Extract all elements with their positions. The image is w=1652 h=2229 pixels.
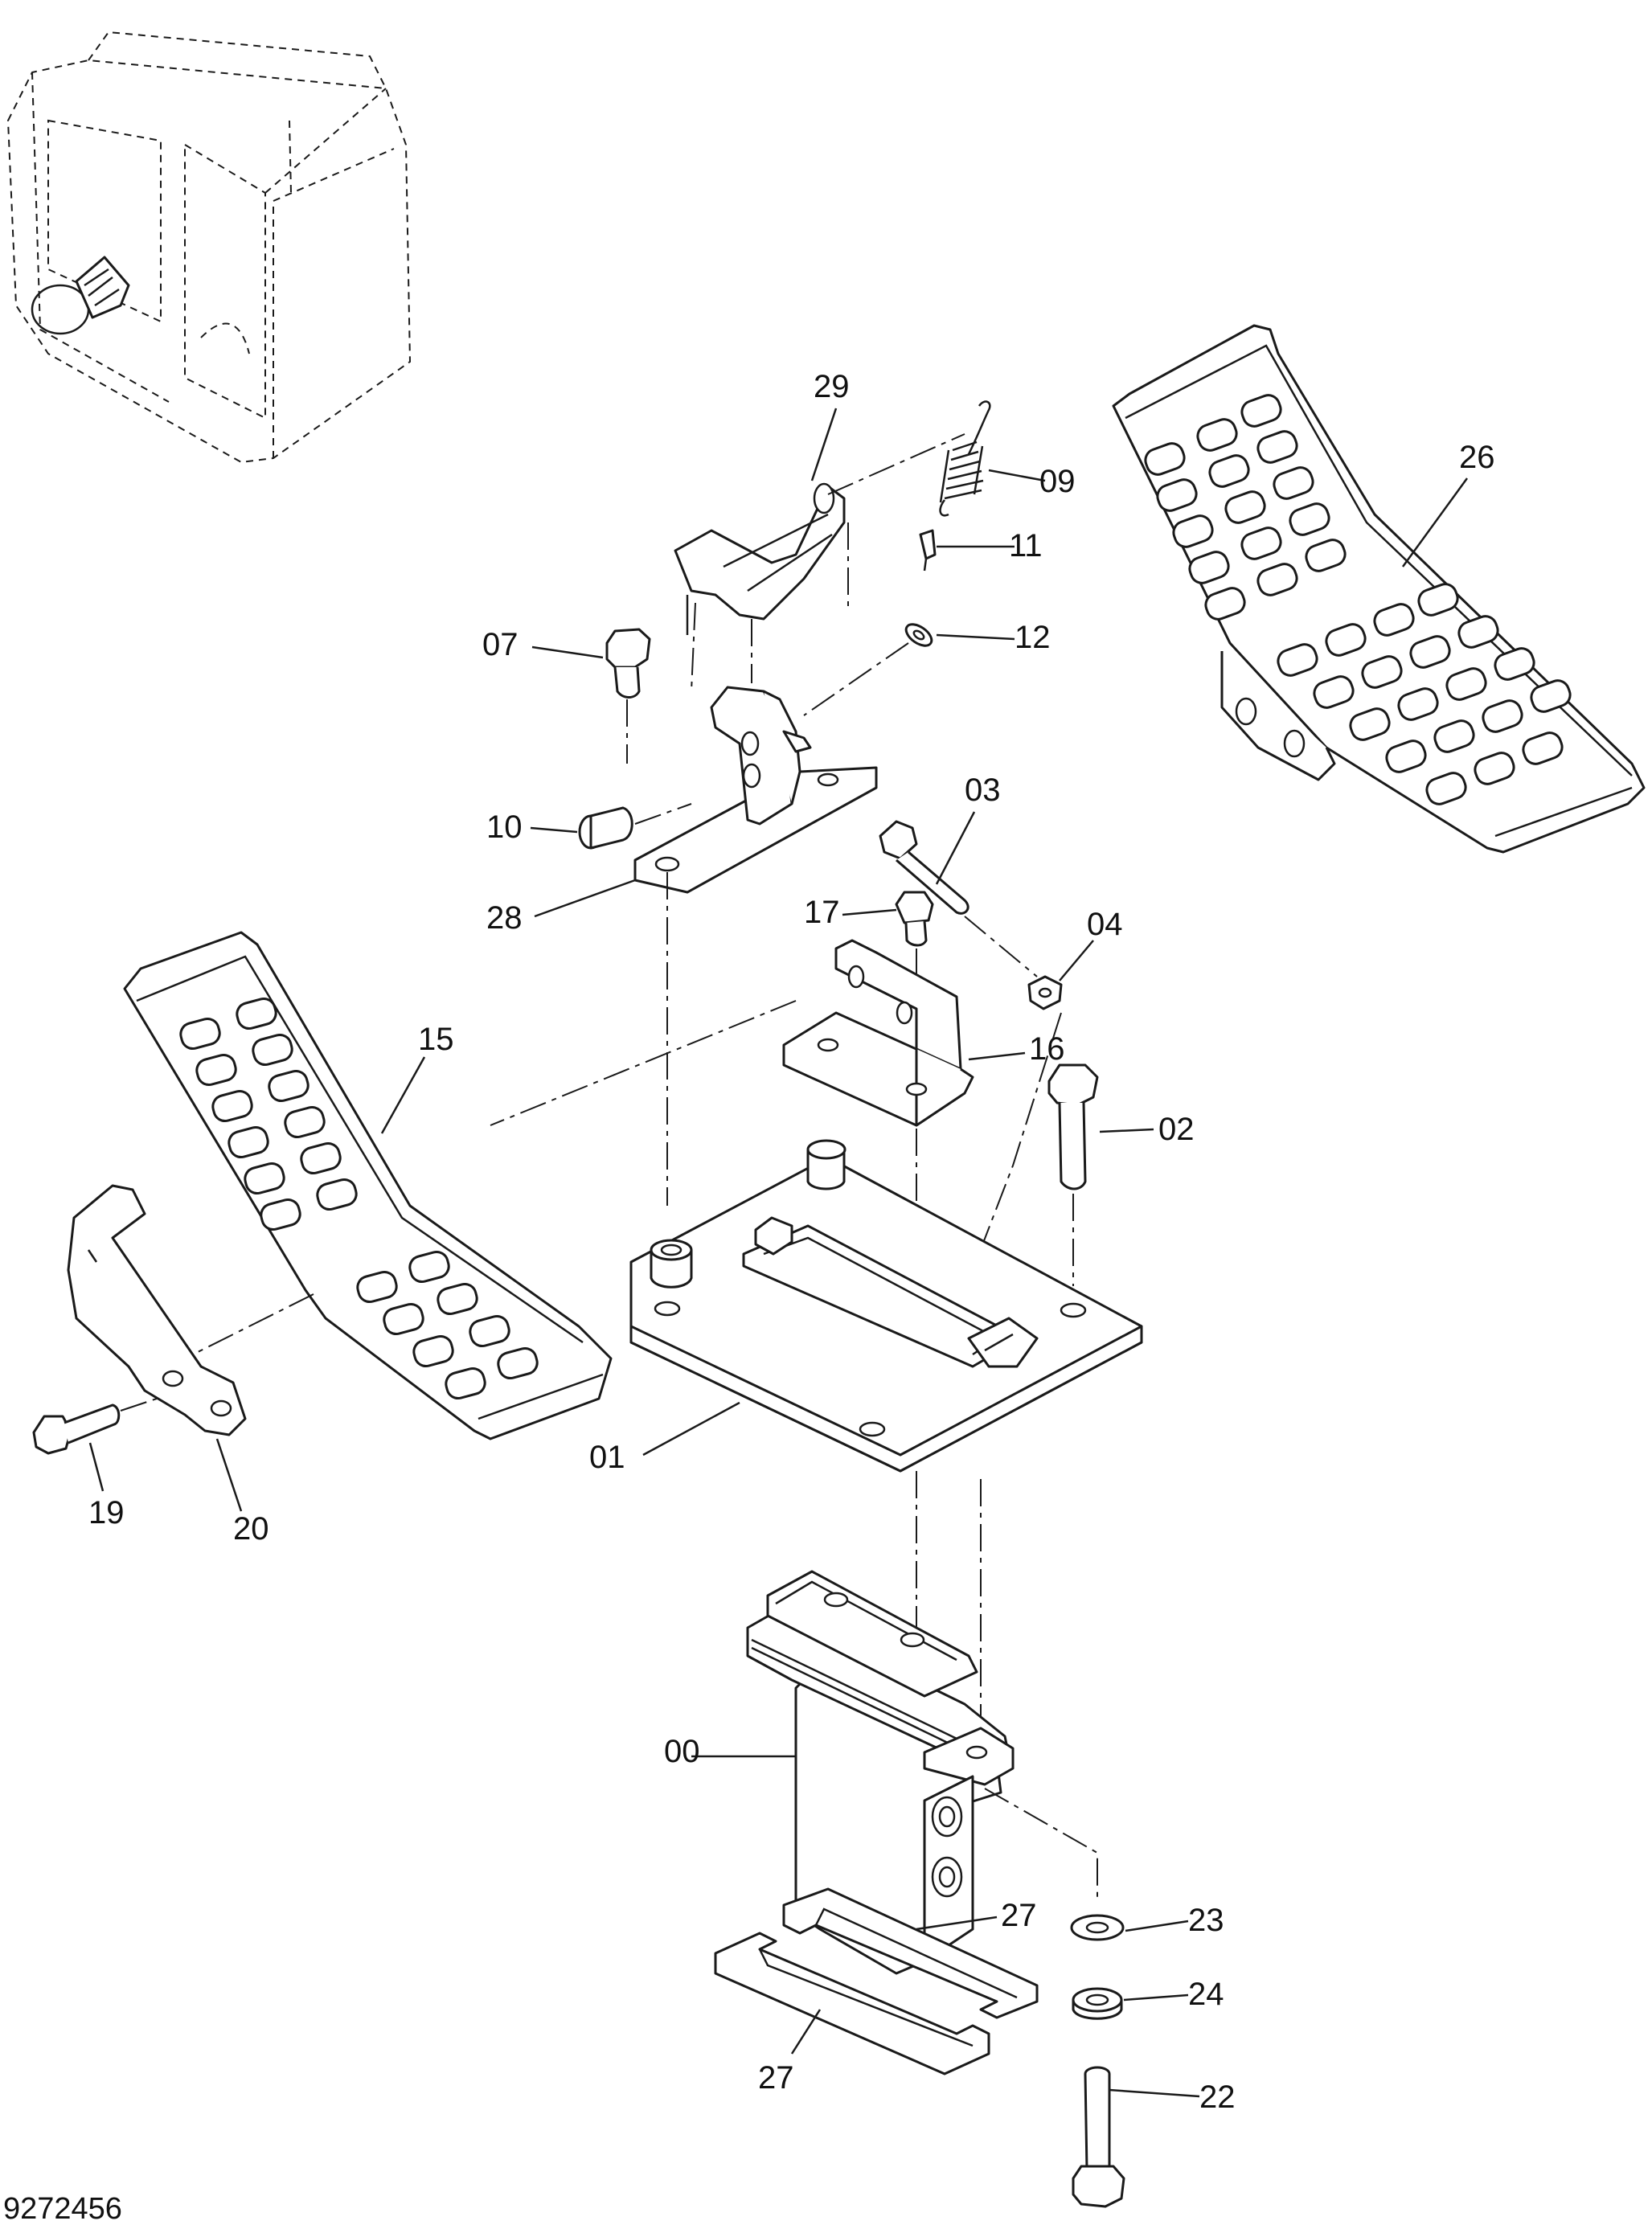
left-pedal-15 [123,931,613,1440]
callout-15: 15 [418,1022,454,1057]
bolt-07 [605,628,651,764]
callout-09: 09 [1039,464,1076,499]
callout-labels: 00 01 02 03 04 07 09 10 11 12 15 16 17 1… [88,369,1495,2115]
callout-24: 24 [1188,1977,1224,2012]
bolt-22 [1072,2066,1125,2208]
bracket-16 [490,939,974,1127]
callout-23: 23 [1188,1903,1224,1938]
spring-bracket-29 [674,433,965,692]
callout-01: 01 [589,1440,625,1475]
callout-26: 26 [1459,440,1495,475]
bolt-03 [879,820,1038,977]
clip-pin-11 [919,529,937,572]
nut-04 [972,975,1063,1271]
callout-28: 28 [486,900,523,936]
callout-10: 10 [486,809,523,845]
tension-spring-09 [939,400,991,517]
callout-16: 16 [1029,1031,1065,1067]
callout-12: 12 [1015,620,1051,655]
pedal-valve-00 [746,1570,1098,1975]
callout-17: 17 [804,895,840,930]
right-pedal-grip-pads [1144,394,1572,805]
callout-07: 07 [482,627,519,662]
callout-02: 02 [1158,1112,1195,1147]
pin-10 [578,803,692,850]
callout-03: 03 [965,772,1001,808]
callout-04: 04 [1087,907,1123,942]
callout-11: 11 [1009,528,1043,563]
right-pedal-26 [1112,324,1646,854]
callout-20: 20 [233,1511,269,1547]
bolt-19 [32,1398,158,1455]
spacer-27-upper [782,1887,1039,2019]
left-pedal-grip-pads [179,997,539,1400]
callout-19: 19 [88,1495,125,1530]
leader-lines [88,408,1469,2098]
bolt-02 [1047,1063,1099,1286]
washer-24 [1072,1987,1123,2020]
figure-number: 9272456 [3,2192,122,2226]
callout-00: 00 [664,1734,700,1769]
base-plate-01 [629,1139,1143,1768]
spacer-27-lower [714,1932,990,2075]
cab-location-inset [6,31,412,464]
washer-12 [803,623,933,716]
pedal-arm-20 [67,1184,247,1436]
callout-29: 29 [814,369,850,404]
callout-27-upper: 27 [1001,1898,1037,1933]
washer-23 [1070,1914,1125,1941]
callout-22: 22 [1199,2079,1236,2115]
callout-27-lower: 27 [758,2060,794,2096]
